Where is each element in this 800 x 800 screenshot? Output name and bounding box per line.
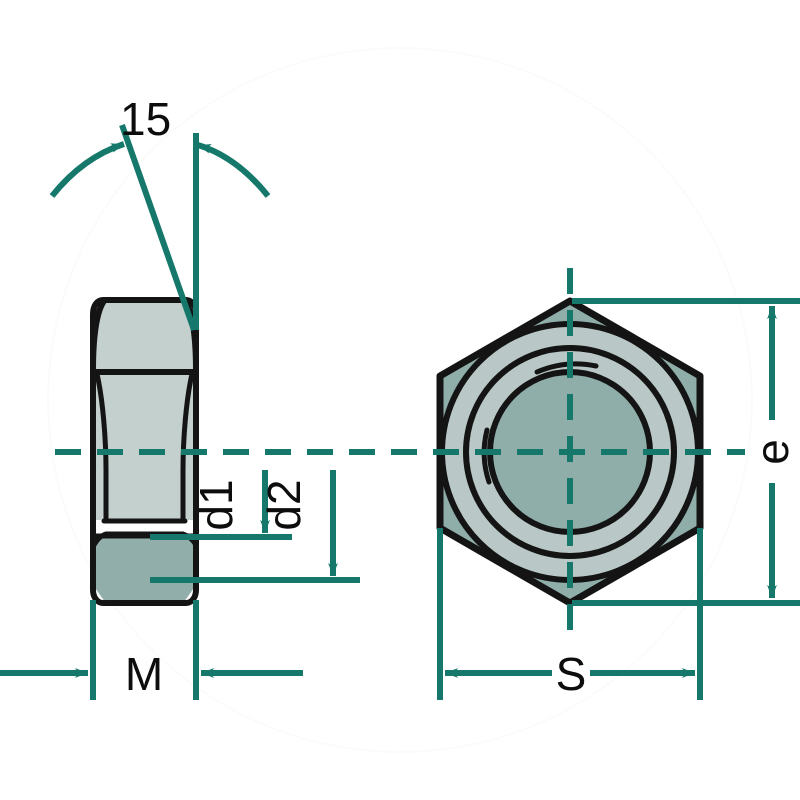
side-view-middle-fill [93, 375, 196, 518]
d2-dimension-label: d2 [258, 479, 310, 530]
ring-circle-outline [463, 345, 677, 559]
angle-arc-left [49, 141, 125, 198]
thread-arc-left [481, 427, 492, 485]
angle-inclined-line [119, 124, 197, 331]
d1-dimension-label: d1 [190, 479, 242, 530]
d2-dimension-group: d2 [150, 470, 360, 583]
hexagon-outline [436, 297, 704, 607]
s-dimension-group: S [437, 528, 703, 700]
angle-dimension-group: 15 [49, 93, 271, 331]
side-view-top-chamfer-left [90, 298, 107, 373]
s-dimension-label: S [556, 648, 587, 700]
thread-arc-top [534, 361, 599, 375]
side-view-barrel-right-curve [180, 371, 195, 523]
angle-arc-right [197, 142, 271, 198]
d1-dimension-group: d1 [150, 470, 292, 540]
centre-lines [55, 268, 745, 640]
side-view-barrel-left-curve [94, 371, 109, 523]
angle-dimension-label: 15 [120, 93, 171, 145]
e-dimension-group: e [572, 298, 800, 606]
m-dimension-label: M [125, 648, 163, 700]
side-view-flange-fill [93, 535, 196, 602]
watermark-circle [47, 47, 753, 753]
e-dimension-label: e [746, 439, 798, 465]
m-dimension-group: M [0, 600, 303, 700]
side-view-top-cap-fill [93, 301, 196, 375]
